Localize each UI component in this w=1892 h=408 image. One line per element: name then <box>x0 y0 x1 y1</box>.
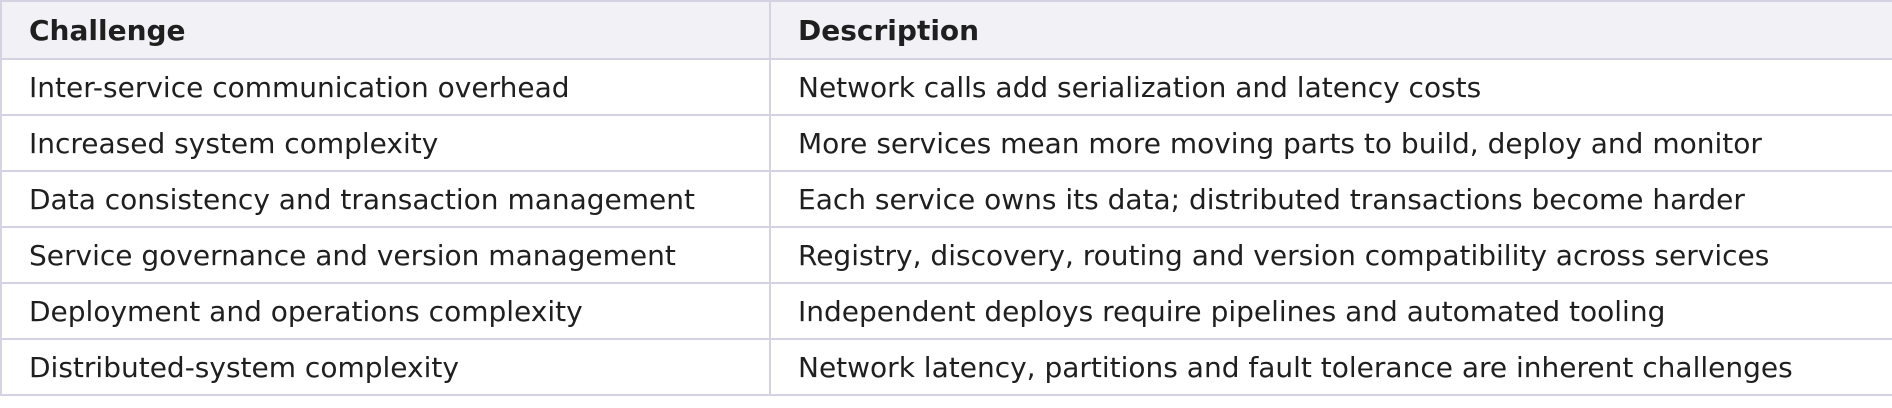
table-header-row: Challenge Description <box>0 0 1892 60</box>
description-cell: Independent deploys require pipelines an… <box>769 282 1892 340</box>
challenge-cell: Distributed-system complexity <box>0 338 771 396</box>
table-row: Data consistency and transaction managem… <box>0 170 1892 228</box>
table-row: Deployment and operations complexity Ind… <box>0 282 1892 340</box>
header-challenge: Challenge <box>0 0 771 60</box>
challenge-cell: Increased system complexity <box>0 114 771 172</box>
description-cell: Each service owns its data; distributed … <box>769 170 1892 228</box>
table-row: Distributed-system complexity Network la… <box>0 338 1892 396</box>
table-row: Inter-service communication overhead Net… <box>0 58 1892 116</box>
description-cell: More services mean more moving parts to … <box>769 114 1892 172</box>
challenge-cell: Inter-service communication overhead <box>0 58 771 116</box>
description-cell: Network calls add serialization and late… <box>769 58 1892 116</box>
challenge-cell: Service governance and version managemen… <box>0 226 771 284</box>
description-cell: Registry, discovery, routing and version… <box>769 226 1892 284</box>
table-row: Increased system complexity More service… <box>0 114 1892 172</box>
header-description: Description <box>769 0 1892 60</box>
challenges-table: Challenge Description Inter-service comm… <box>0 0 1892 396</box>
description-cell: Network latency, partitions and fault to… <box>769 338 1892 396</box>
table-row: Service governance and version managemen… <box>0 226 1892 284</box>
challenge-cell: Deployment and operations complexity <box>0 282 771 340</box>
challenge-cell: Data consistency and transaction managem… <box>0 170 771 228</box>
